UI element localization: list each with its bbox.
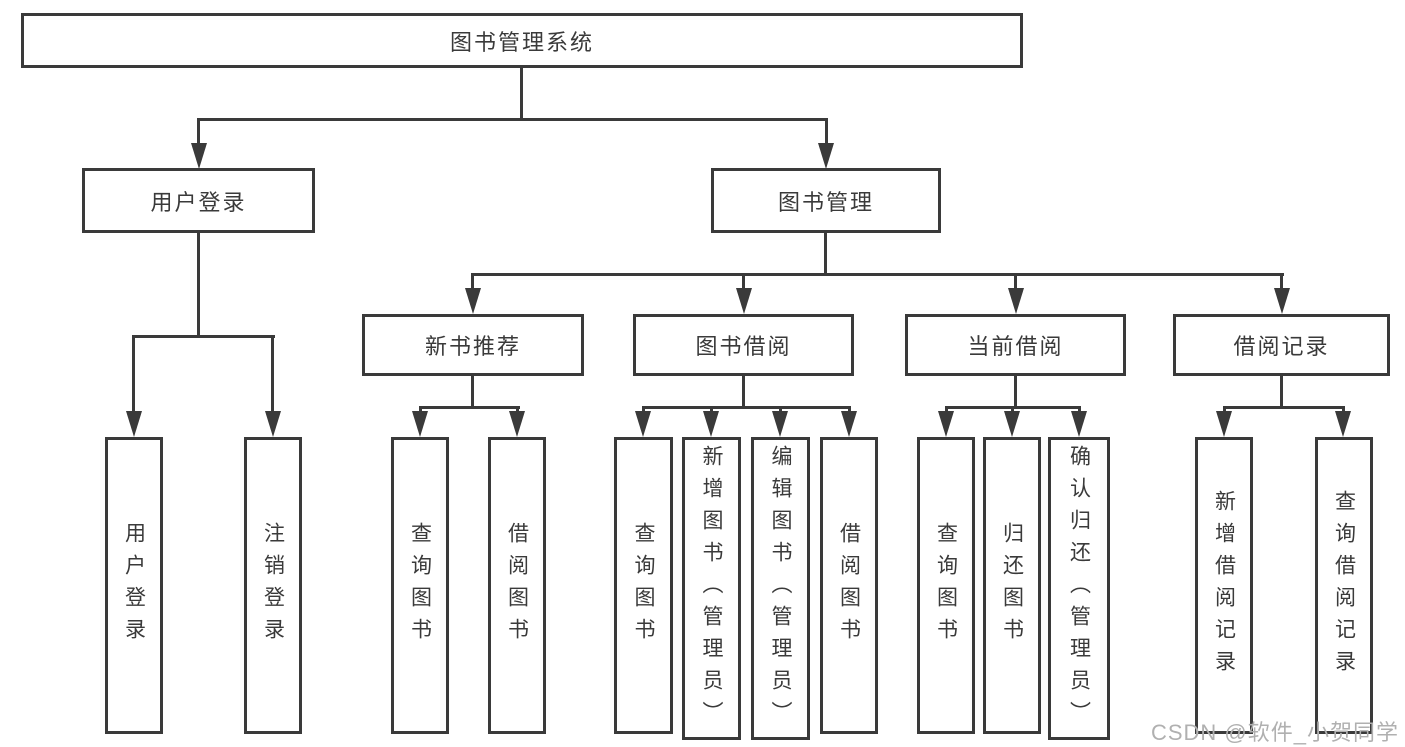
arrowhead-icon	[1216, 411, 1232, 437]
arrowhead-icon	[1335, 411, 1351, 437]
leaf-return-books: 归还图书	[983, 437, 1041, 734]
node-current-borrowing-label: 当前借阅	[967, 334, 1064, 359]
leaf-current-query-books: 查询图书	[917, 437, 975, 734]
leaf-user-login-label: 用户登录	[122, 521, 146, 650]
arrowhead-icon	[841, 411, 857, 437]
arrowhead-icon	[1274, 288, 1290, 314]
connector-line	[642, 406, 645, 414]
arrowhead-icon	[509, 411, 525, 437]
node-book-borrowing-label: 图书借阅	[695, 334, 792, 359]
connector-line	[1280, 273, 1283, 290]
node-user-login: 用户登录	[82, 168, 315, 233]
arrowhead-icon	[191, 143, 207, 169]
connector-line	[1014, 273, 1017, 290]
csdn-watermark: CSDN @软件_小贺同学	[1150, 720, 1399, 745]
connector-line	[520, 68, 523, 120]
leaf-borrowing-query-books: 查询图书	[614, 437, 673, 734]
arrowhead-icon	[736, 288, 752, 314]
node-book-management: 图书管理	[711, 168, 941, 233]
connector-line	[471, 376, 474, 408]
leaf-confirm-return-admin: 确认归还（管理员）	[1048, 437, 1110, 740]
connector-line	[1223, 406, 1345, 409]
connector-line	[1342, 406, 1345, 414]
arrowhead-icon	[635, 411, 651, 437]
connector-line	[1078, 406, 1081, 414]
arrowhead-icon	[1004, 411, 1020, 437]
arrowhead-icon	[703, 411, 719, 437]
leaf-borrowing-borrow-books-label: 借阅图书	[837, 521, 861, 650]
leaf-query-borrow-record-label: 查询借阅记录	[1332, 489, 1356, 682]
node-book-management-label: 图书管理	[777, 189, 874, 215]
connector-line	[271, 335, 274, 413]
arrowhead-icon	[465, 288, 481, 314]
connector-line	[1011, 406, 1014, 414]
connector-line	[945, 406, 948, 414]
arrowhead-icon	[412, 411, 428, 437]
node-new-book-recommend: 新书推荐	[362, 314, 584, 376]
node-borrowing-records-label: 借阅记录	[1233, 334, 1330, 359]
connector-line	[642, 406, 851, 409]
connector-line	[419, 406, 422, 414]
leaf-recommend-borrow-books: 借阅图书	[488, 437, 546, 734]
leaf-recommend-query-books: 查询图书	[391, 437, 449, 734]
connector-line	[197, 118, 200, 146]
node-current-borrowing: 当前借阅	[905, 314, 1126, 376]
node-borrowing-records: 借阅记录	[1173, 314, 1390, 376]
arrowhead-icon	[265, 411, 281, 437]
leaf-add-borrow-record: 新增借阅记录	[1195, 437, 1253, 734]
connector-line	[742, 376, 745, 408]
leaf-recommend-borrow-books-label: 借阅图书	[505, 521, 529, 650]
arrowhead-icon	[1071, 411, 1087, 437]
leaf-add-books-admin: 新增图书（管理员）	[682, 437, 741, 740]
connector-line	[197, 118, 828, 121]
leaf-borrowing-query-books-label: 查询图书	[632, 521, 655, 650]
connector-line	[742, 273, 745, 290]
connector-line	[132, 335, 135, 413]
leaf-recommend-query-books-label: 查询图书	[408, 521, 432, 650]
connector-line	[197, 233, 200, 337]
leaf-edit-books-admin: 编辑图书（管理员）	[751, 437, 810, 740]
leaf-borrowing-borrow-books: 借阅图书	[820, 437, 878, 734]
connector-line	[419, 406, 520, 409]
connector-line	[824, 233, 827, 275]
connector-line	[848, 406, 851, 414]
arrowhead-icon	[772, 411, 788, 437]
leaf-return-books-label: 归还图书	[1000, 521, 1024, 650]
connector-line	[1014, 376, 1017, 408]
node-user-login-label: 用户登录	[150, 189, 247, 215]
node-library-system: 图书管理系统	[21, 13, 1023, 68]
leaf-user-login: 用户登录	[105, 437, 163, 734]
leaf-logout-label: 注销登录	[261, 521, 285, 650]
arrowhead-icon	[818, 143, 834, 169]
node-book-borrowing: 图书借阅	[633, 314, 854, 376]
arrowhead-icon	[938, 411, 954, 437]
connector-line	[1280, 376, 1283, 408]
connector-line	[825, 118, 828, 146]
connector-line	[471, 273, 1284, 276]
leaf-current-query-books-label: 查询图书	[934, 521, 958, 650]
leaf-confirm-return-admin-label: 确认归还（管理员）	[1067, 444, 1091, 733]
leaf-edit-books-admin-label: 编辑图书（管理员）	[769, 444, 792, 733]
connector-line	[132, 335, 275, 338]
connector-line	[1223, 406, 1226, 414]
leaf-add-borrow-record-label: 新增借阅记录	[1212, 489, 1236, 682]
leaf-query-borrow-record: 查询借阅记录	[1315, 437, 1373, 734]
node-library-system-label: 图书管理系统	[449, 29, 594, 55]
arrowhead-icon	[1008, 288, 1024, 314]
connector-line	[779, 406, 782, 414]
connector-line	[471, 273, 474, 290]
arrowhead-icon	[126, 411, 142, 437]
node-new-book-recommend-label: 新书推荐	[424, 334, 521, 359]
connector-line	[710, 406, 713, 414]
leaf-logout: 注销登录	[244, 437, 302, 734]
connector-line	[516, 406, 519, 414]
leaf-add-books-admin-label: 新增图书（管理员）	[700, 444, 723, 733]
